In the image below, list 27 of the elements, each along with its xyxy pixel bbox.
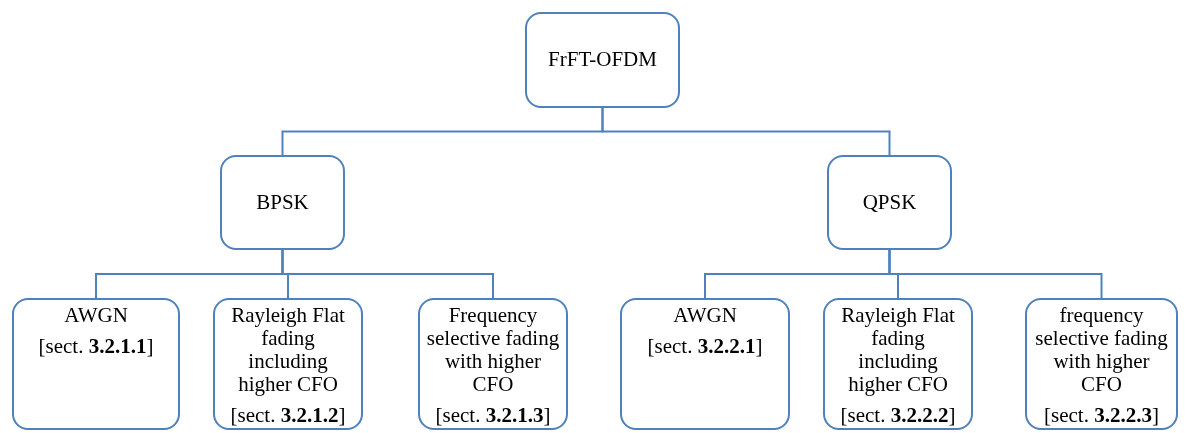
connector-line — [601, 107, 891, 156]
category-box — [213, 298, 363, 430]
box-title: FrFT-OFDM — [548, 48, 657, 72]
box-title: Frequency selective fading with higher CFO — [425, 304, 561, 397]
section-reference: [sect. 3.2.2.1] — [647, 335, 763, 359]
category-box — [827, 155, 952, 250]
category-box — [418, 298, 568, 430]
section-reference: [sect. 3.2.2.2] — [840, 404, 956, 428]
category-box — [823, 298, 973, 430]
section-reference: [sect. 3.2.1.1] — [38, 335, 154, 359]
category-box — [12, 298, 180, 430]
connector-line — [281, 249, 494, 299]
section-reference: [sect. 3.2.2.3] — [1044, 404, 1159, 428]
box-title: QPSK — [862, 190, 917, 215]
box-title: AWGN — [64, 304, 128, 328]
category-box — [620, 298, 790, 430]
box-title: BPSK — [256, 190, 309, 215]
section-reference: [sect. 3.2.1.2] — [230, 404, 346, 428]
box-title: AWGN — [673, 304, 737, 328]
category-box — [525, 12, 680, 108]
connector-line — [888, 249, 1103, 299]
section-reference: [sect. 3.2.1.3] — [435, 404, 551, 428]
box-title: Rayleigh Flat fading including higher CFO — [840, 304, 956, 397]
category-box — [220, 155, 345, 250]
box-title: frequency selective fading with higher CFO — [1034, 304, 1169, 397]
category-box — [1025, 298, 1178, 430]
box-title: Rayleigh Flat fading including higher CFO — [230, 304, 346, 397]
